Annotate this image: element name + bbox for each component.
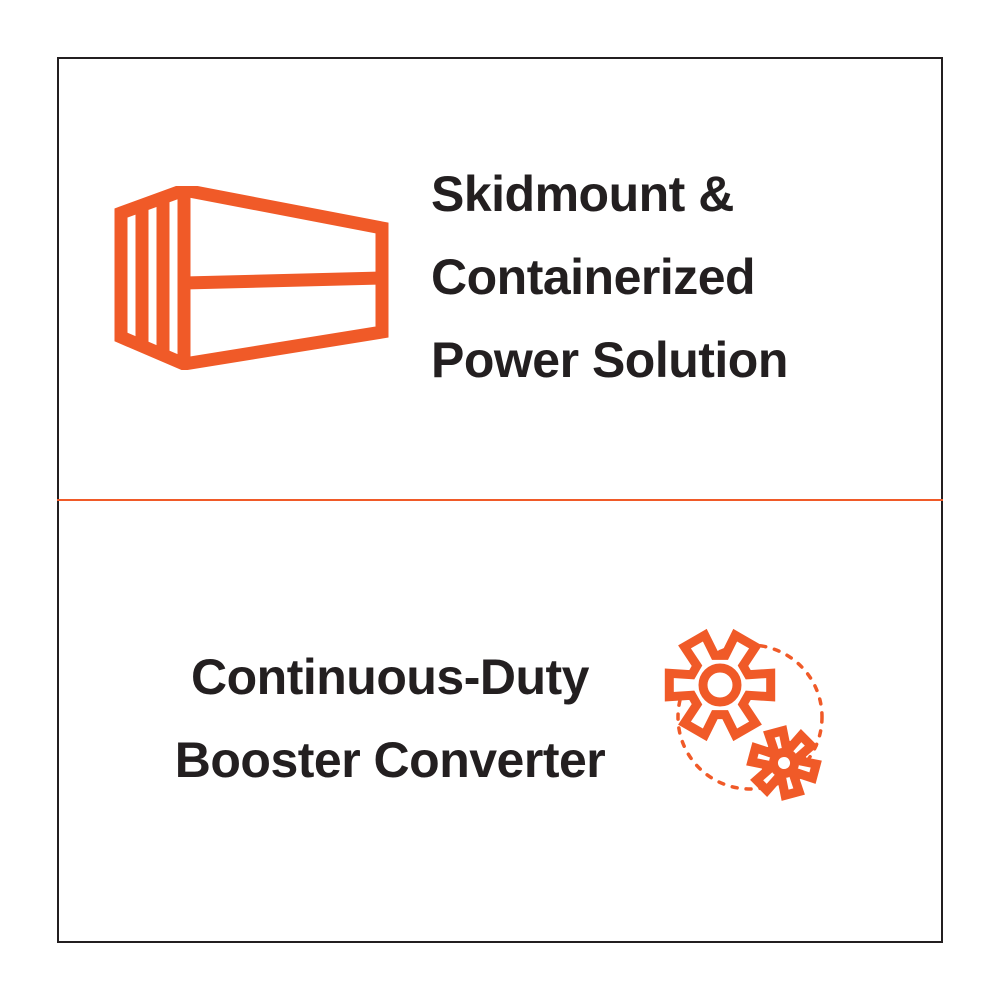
small-gear xyxy=(745,724,823,802)
bottom-panel-title: Continuous-Duty Booster Converter xyxy=(110,636,670,802)
gears-icon xyxy=(668,634,824,802)
shipping-container-icon xyxy=(114,186,389,370)
title-line: Skidmount & xyxy=(431,166,734,222)
container-side-mid-line xyxy=(183,271,383,290)
title-line: Continuous-Duty xyxy=(191,649,589,705)
top-panel-title: Skidmount & Containerized Power Solution xyxy=(431,153,788,402)
title-line: Power Solution xyxy=(431,332,788,388)
divider-line xyxy=(57,499,943,501)
title-line: Booster Converter xyxy=(174,732,606,788)
title-line: Containerized xyxy=(431,249,756,305)
